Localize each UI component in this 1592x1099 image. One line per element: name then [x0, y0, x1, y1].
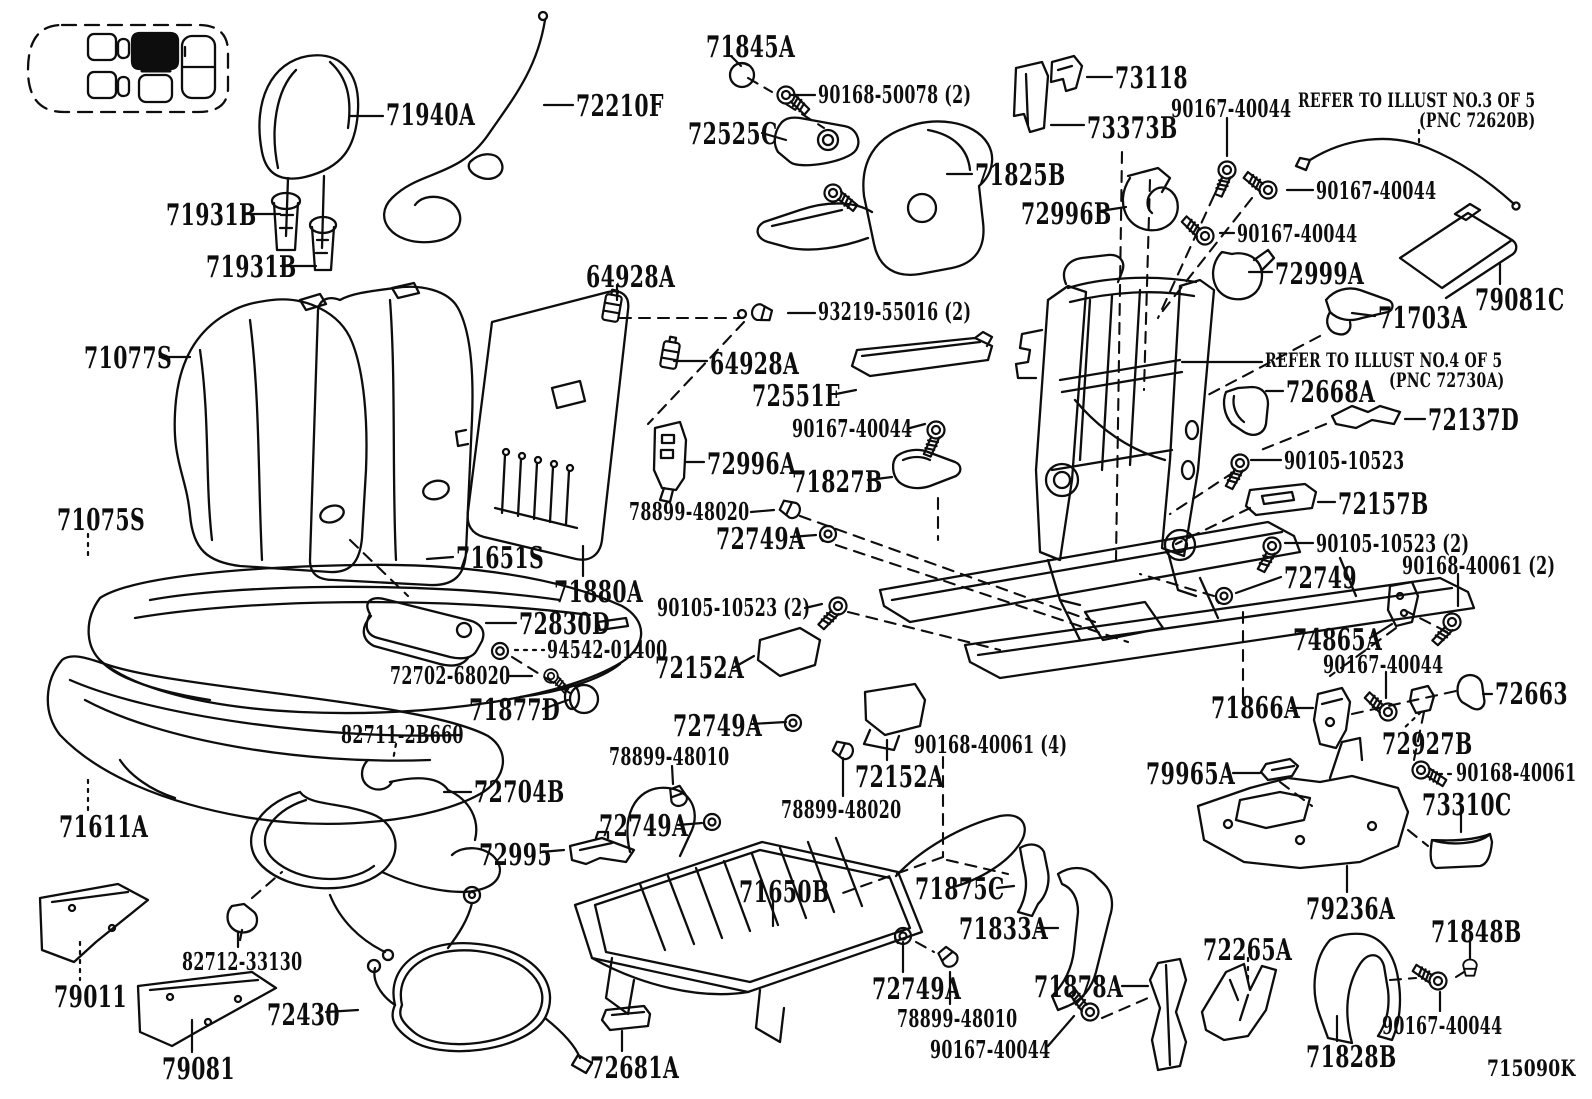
- right-mid-parts-art: [1222, 385, 1486, 782]
- seat-back-frame-art: [1014, 253, 1216, 607]
- side-shield-art: [756, 120, 994, 276]
- cable-72430-art: [366, 885, 594, 1075]
- small-brackets-art: [568, 830, 652, 1032]
- leader-line: [834, 388, 858, 396]
- leader-line: [908, 422, 927, 430]
- leader-line: [1368, 622, 1394, 640]
- armrest-art: [362, 597, 485, 667]
- armrest-knob-side-art: [563, 683, 581, 711]
- leader-lines: [78, 54, 1502, 1054]
- leader-line: [541, 698, 570, 711]
- leader-line: [760, 131, 788, 142]
- latch-cluster-art: [652, 61, 994, 504]
- leader-line: [391, 742, 398, 762]
- leader-line: [324, 1008, 360, 1014]
- top-right-parts-art: [1012, 54, 1521, 336]
- leader-line: [1046, 1014, 1076, 1048]
- seat-location-inset: [26, 23, 230, 114]
- cable-72210F-art: [382, 10, 549, 244]
- seat-cushion-art: [87, 563, 643, 715]
- leader-line: [676, 821, 704, 827]
- seat-back-board-art: [454, 290, 630, 561]
- leader-line: [1098, 205, 1128, 213]
- leader-line: [866, 475, 894, 482]
- armrest-knob-art: [568, 683, 600, 715]
- leader-line: [803, 602, 824, 610]
- headrest-art: [258, 54, 360, 250]
- leader-line: [995, 884, 1016, 890]
- leader-line: [729, 54, 743, 68]
- leader-line: [749, 720, 788, 726]
- seat-lower-pad-art: [46, 655, 504, 825]
- leader-line: [731, 654, 756, 670]
- slide-rails-art: [756, 520, 1476, 752]
- leader-line: [539, 848, 566, 854]
- leader-line: [1234, 575, 1283, 595]
- headrest-support-art: [270, 191, 338, 272]
- floor-strips-art: [38, 882, 278, 1048]
- leader-line: [749, 508, 776, 514]
- inset-highlighted-seat: [130, 31, 180, 71]
- seat-bottom-frame-art: [573, 786, 1026, 1044]
- leader-line: [1400, 710, 1423, 732]
- leader-line: [670, 764, 675, 786]
- leader-line: [789, 533, 818, 539]
- seat-back-pad-art: [173, 281, 474, 587]
- leader-line: [1350, 311, 1377, 318]
- leader-line: [425, 555, 455, 561]
- alignment-dashes: [250, 76, 1466, 1020]
- wire-harness-art: [250, 758, 501, 962]
